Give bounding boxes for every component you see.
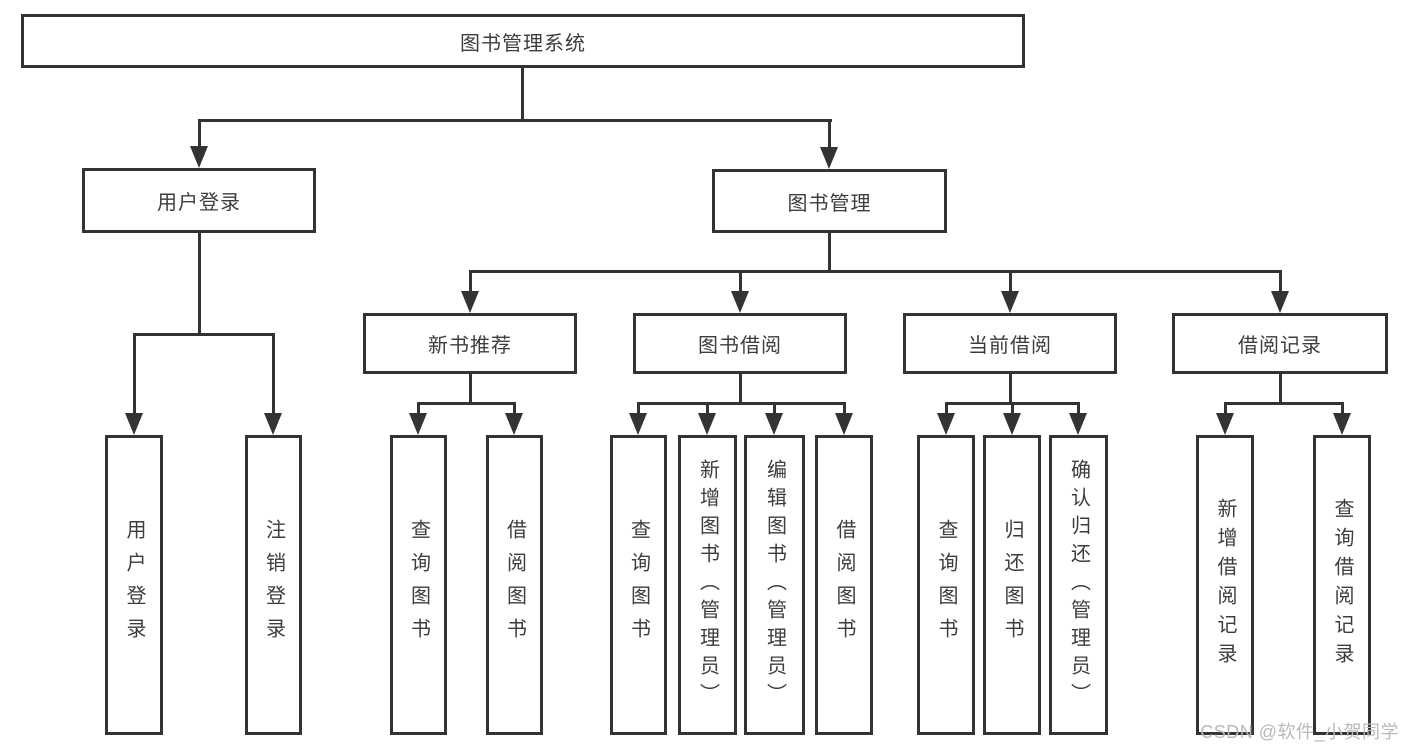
- node-book-management: 图书管理: [712, 169, 947, 233]
- connector-drop: [1009, 270, 1012, 293]
- leaf-logout-login: 注销登录: [245, 435, 302, 735]
- leaf-user-login: 用户登录: [105, 435, 163, 735]
- arrow-down-icon: [629, 413, 647, 435]
- leaf-label: 编辑图书（管理员）: [763, 459, 786, 711]
- node-book-borrowing: 图书借阅: [633, 313, 847, 374]
- connector-drop: [1077, 402, 1080, 415]
- leaf-label: 确认归还（管理员）: [1067, 459, 1090, 711]
- leaf-add-book-admin: 新增图书（管理员）: [678, 435, 737, 735]
- connector-drop: [843, 402, 846, 415]
- connector-drop: [945, 402, 948, 415]
- leaf-borrow-books-borrow: 借阅图书: [815, 435, 873, 735]
- node-borrowing-records: 借阅记录: [1172, 313, 1388, 374]
- connector-stem: [198, 233, 201, 336]
- connector-drop: [1011, 402, 1014, 415]
- connector-stem: [521, 68, 524, 122]
- connector-drop: [637, 402, 640, 415]
- connector-stem: [1009, 374, 1012, 405]
- arrow-down-icon: [190, 146, 208, 168]
- leaf-label: 查询借阅记录: [1331, 498, 1353, 672]
- leaf-query-books-current: 查询图书: [917, 435, 975, 735]
- node-current-borrowing: 当前借阅: [903, 313, 1117, 374]
- connector-bar: [469, 270, 1282, 273]
- connector-stem: [469, 374, 472, 405]
- leaf-confirm-return-admin: 确认归还（管理员）: [1049, 435, 1108, 735]
- arrow-down-icon: [264, 413, 282, 435]
- arrow-down-icon: [1333, 413, 1351, 435]
- connector-drop: [133, 333, 136, 415]
- node-label: 图书管理: [787, 192, 872, 215]
- arrow-down-icon: [505, 413, 523, 435]
- leaf-query-books-borrow: 查询图书: [610, 435, 667, 735]
- leaf-edit-book-admin: 编辑图书（管理员）: [744, 435, 805, 735]
- leaf-label: 注销登录: [262, 519, 285, 651]
- leaf-label: 归还图书: [1001, 519, 1023, 651]
- connector-drop: [773, 402, 776, 415]
- connector-drop: [272, 333, 275, 415]
- node-library-management-system: 图书管理系统: [21, 14, 1025, 68]
- connector-drop: [513, 402, 516, 415]
- arrow-down-icon: [1001, 291, 1019, 313]
- arrow-down-icon: [1003, 413, 1021, 435]
- connector-drop: [1279, 270, 1282, 293]
- connector-drop: [739, 270, 742, 293]
- node-label: 借阅记录: [1238, 335, 1322, 357]
- connector-bar: [1224, 402, 1344, 405]
- arrow-down-icon: [409, 413, 427, 435]
- leaf-label: 借阅图书: [833, 519, 855, 651]
- connector-bar: [198, 119, 832, 122]
- connector-drop: [1341, 402, 1344, 415]
- connector-bar: [417, 402, 516, 405]
- node-new-book-recommend: 新书推荐: [363, 313, 577, 374]
- arrow-down-icon: [461, 291, 479, 313]
- arrow-down-icon: [125, 413, 143, 435]
- node-user-login: 用户登录: [82, 168, 316, 233]
- arrow-down-icon: [1271, 291, 1289, 313]
- node-label: 用户登录: [157, 192, 241, 214]
- connector-stem: [1279, 374, 1282, 405]
- node-label: 图书借阅: [698, 335, 782, 357]
- connector-drop: [828, 119, 831, 147]
- node-label: 新书推荐: [428, 335, 512, 357]
- connector-stem: [828, 233, 831, 273]
- leaf-label: 查询图书: [407, 519, 430, 651]
- arrow-down-icon: [1069, 413, 1087, 435]
- connector-drop: [417, 402, 420, 415]
- leaf-label: 新增借阅记录: [1214, 498, 1236, 672]
- arrow-down-icon: [698, 413, 716, 435]
- leaf-label: 查询图书: [627, 519, 650, 651]
- leaf-label: 新增图书（管理员）: [696, 459, 719, 711]
- node-label: 图书管理系统: [460, 32, 586, 55]
- leaf-return-book: 归还图书: [983, 435, 1041, 735]
- watermark: CSDN @软件_小贺同学: [1200, 722, 1399, 742]
- arrow-down-icon: [765, 413, 783, 435]
- node-label: 当前借阅: [968, 335, 1052, 357]
- connector-stem: [739, 374, 742, 405]
- arrow-down-icon: [1216, 413, 1234, 435]
- leaf-borrow-books-new: 借阅图书: [486, 435, 543, 735]
- arrow-down-icon: [820, 147, 838, 169]
- arrow-down-icon: [937, 413, 955, 435]
- leaf-label: 借阅图书: [503, 519, 526, 651]
- leaf-query-borrow-record: 查询借阅记录: [1313, 435, 1371, 735]
- leaf-add-borrow-record: 新增借阅记录: [1196, 435, 1254, 735]
- leaf-label: 用户登录: [123, 519, 145, 651]
- connector-bar: [133, 333, 275, 336]
- arrow-down-icon: [835, 413, 853, 435]
- connector-drop: [469, 270, 472, 293]
- leaf-label: 查询图书: [935, 519, 957, 651]
- connector-drop: [198, 119, 201, 147]
- connector-drop: [1224, 402, 1227, 415]
- connector-drop: [706, 402, 709, 415]
- arrow-down-icon: [731, 291, 749, 313]
- connector-bar: [637, 402, 846, 405]
- leaf-query-books-new: 查询图书: [390, 435, 447, 735]
